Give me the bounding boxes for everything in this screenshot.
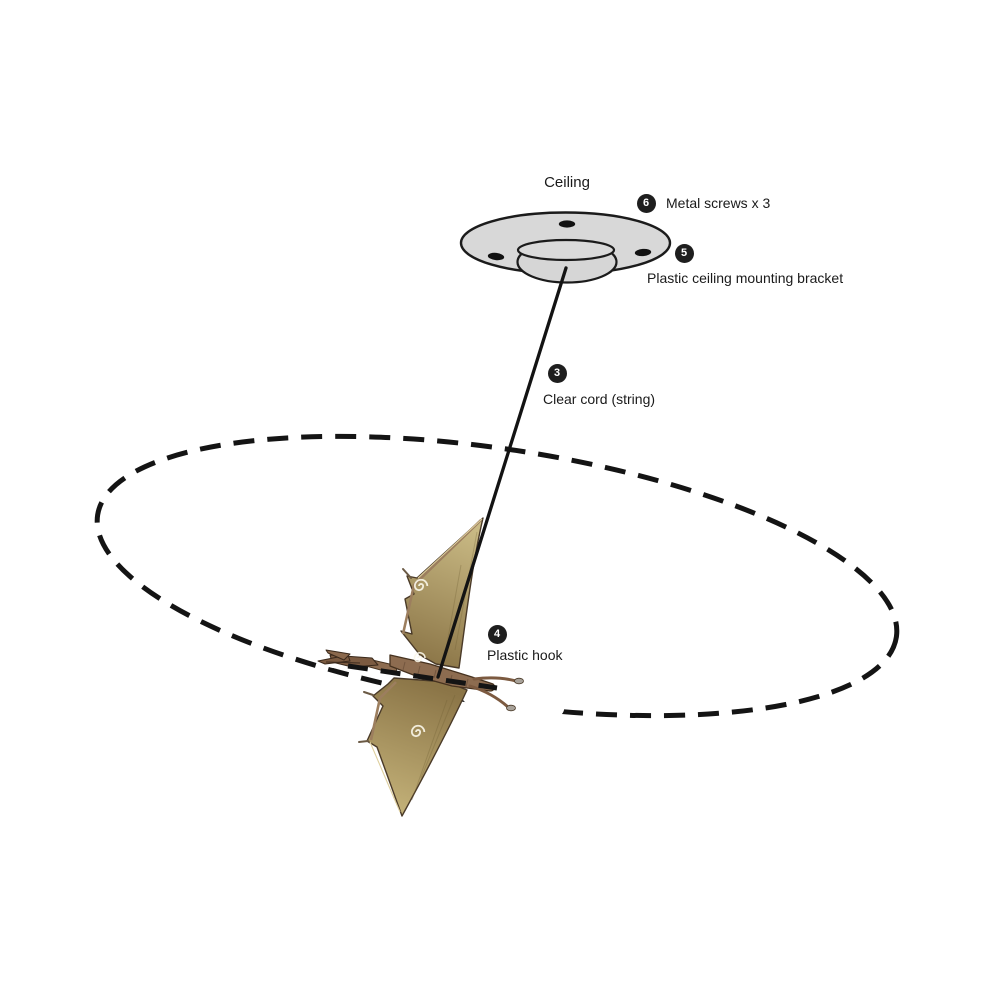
callout-badge-5: 5 bbox=[674, 243, 694, 263]
pterodactyl-foot-upper bbox=[514, 677, 524, 685]
pterodactyl-lower-wing bbox=[366, 677, 468, 817]
pterodactyl-foot-lower bbox=[506, 704, 516, 712]
lower-wing-fold-lines bbox=[411, 694, 456, 801]
pterodactyl-leg-lower bbox=[468, 684, 510, 709]
callout-badge-3: 3 bbox=[547, 363, 567, 383]
callout-label-metal-screws: Metal screws x 3 bbox=[666, 195, 771, 211]
screw-hole-left bbox=[487, 252, 505, 261]
ceiling-mounting-bracket bbox=[459, 211, 672, 284]
callout-badge-4: 4 bbox=[487, 624, 507, 644]
screw-hole-top bbox=[558, 220, 576, 228]
pterodactyl-leg-upper bbox=[472, 676, 518, 683]
lower-wing-edge-highlight bbox=[369, 741, 401, 813]
body-texture bbox=[402, 661, 469, 688]
flight-path-dashes-over-body bbox=[347, 663, 498, 691]
lower-wing-claw bbox=[358, 691, 374, 743]
callout-badge-6: 6 bbox=[636, 193, 656, 213]
screw-hole-right bbox=[634, 248, 652, 257]
upper-wing-edge-highlight bbox=[417, 518, 483, 579]
pterodactyl-figure bbox=[317, 517, 524, 817]
upper-wing-claw bbox=[402, 568, 412, 579]
head-jaw-line bbox=[325, 661, 361, 664]
callout-label-clear-cord: Clear cord (string) bbox=[543, 391, 656, 407]
callout-label-plastic-hook: Plastic hook bbox=[487, 647, 563, 663]
lower-wing-leading-edge bbox=[369, 681, 397, 741]
callout-label-mounting-bracket: Plastic ceiling mounting bracket bbox=[647, 270, 844, 286]
hanging-cord bbox=[436, 266, 568, 679]
ceiling-label: Ceiling bbox=[544, 174, 590, 191]
bracket-dome-rim bbox=[516, 238, 616, 262]
pterodactyl-crest bbox=[325, 649, 351, 661]
